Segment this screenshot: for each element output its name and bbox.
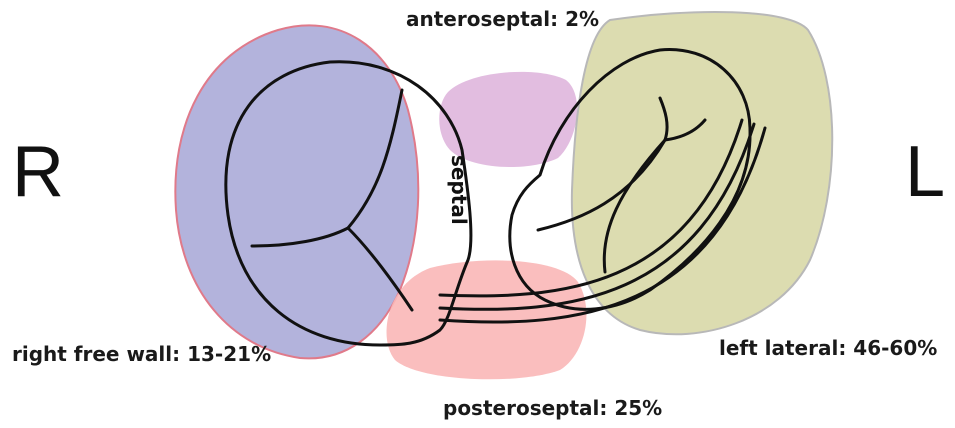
anteroseptal-region xyxy=(439,72,577,167)
right-side-label: R xyxy=(12,132,64,212)
left-lateral-label: left lateral: 46-60% xyxy=(719,336,937,360)
left-side-label: L xyxy=(905,132,945,212)
septal-label: septal xyxy=(447,155,471,225)
left-lateral-region xyxy=(572,12,832,334)
right-free-wall-label: right free wall: 13-21% xyxy=(12,342,271,366)
posteroseptal-region xyxy=(387,260,587,379)
posteroseptal-label: posteroseptal: 25% xyxy=(443,396,662,420)
anteroseptal-label: anteroseptal: 2% xyxy=(406,7,599,31)
right-free-wall-region xyxy=(175,25,418,358)
